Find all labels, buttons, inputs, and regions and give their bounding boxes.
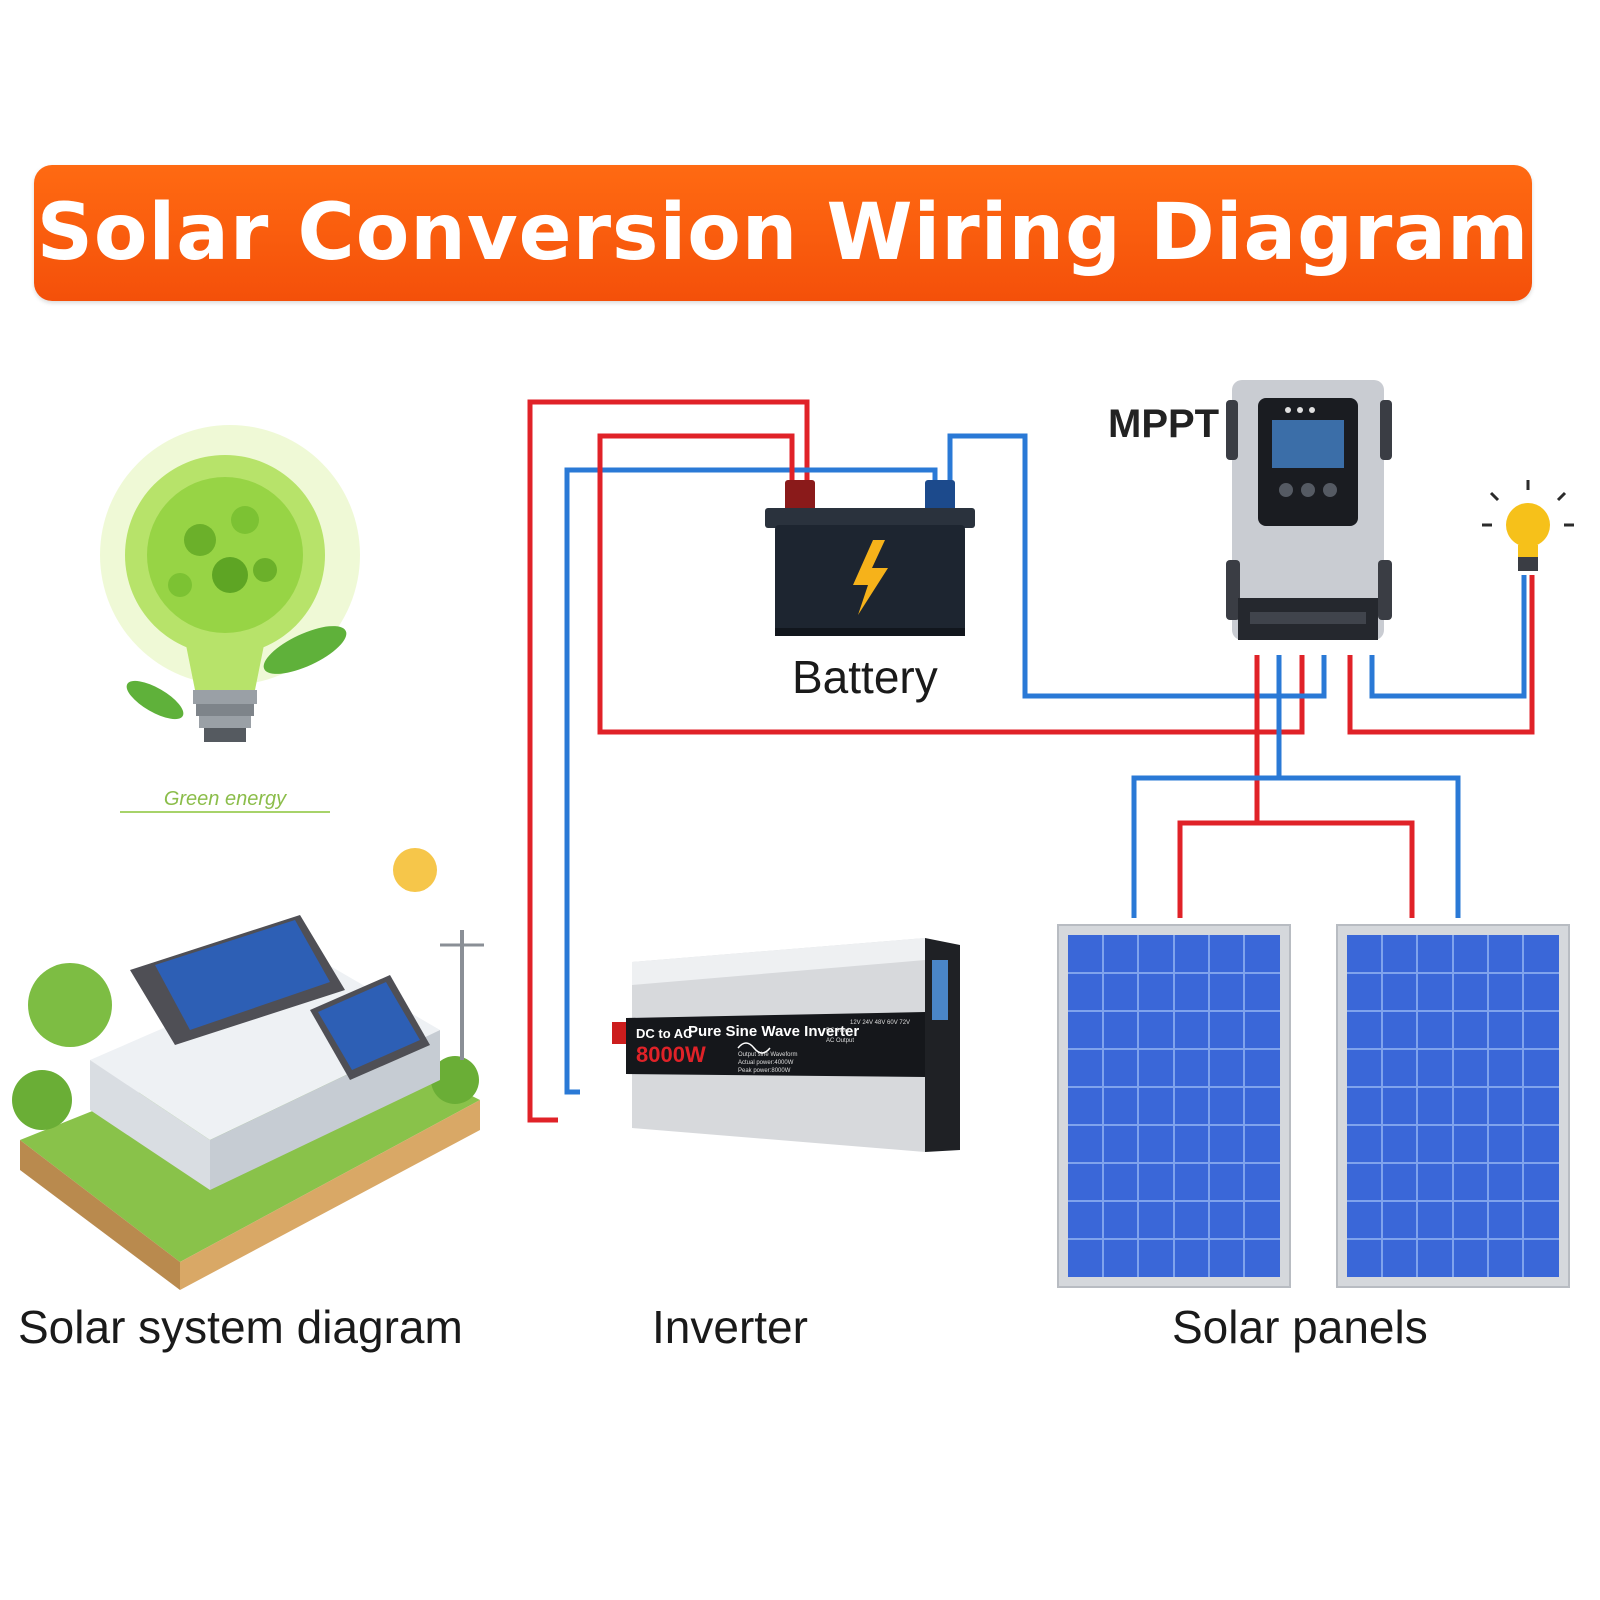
solar-system-diagram-label: Solar system diagram bbox=[18, 1301, 463, 1353]
inverter-peak-power: Peak power:8000W bbox=[738, 1068, 791, 1074]
inverter-voltages: 12V 24V 48V 60V 72V bbox=[850, 1020, 910, 1026]
inverter-power: 8000W bbox=[636, 1042, 706, 1067]
load-positive-wire bbox=[1347, 575, 1535, 735]
inverter-dc-input: DC Input bbox=[826, 1028, 850, 1034]
inverter-label: Inverter bbox=[652, 1301, 808, 1353]
solar-panel-right bbox=[1336, 924, 1570, 1288]
inverter-negative-wire bbox=[564, 467, 938, 1095]
inverter-positive-wire bbox=[527, 399, 810, 1123]
load-bulb-icon bbox=[1482, 480, 1574, 571]
inverter-ac-output: AC Output bbox=[826, 1038, 854, 1044]
panel-negative-branch bbox=[1131, 775, 1461, 918]
solar-panel-left bbox=[1057, 924, 1291, 1288]
lightning-bolt-icon bbox=[853, 540, 888, 615]
mppt-controller bbox=[1226, 380, 1392, 640]
mppt-label: MPPT bbox=[1108, 402, 1220, 446]
solar-house-illustration bbox=[12, 848, 484, 1290]
mppt-battery-positive-wire bbox=[597, 433, 1305, 735]
battery-label: Battery bbox=[792, 651, 938, 703]
inverter-actual-power: Actual power:4000W bbox=[738, 1060, 794, 1066]
wires bbox=[527, 399, 1535, 1123]
sun-icon bbox=[393, 848, 437, 892]
inverter-dc-to-ac: DC to AC bbox=[636, 1026, 693, 1041]
panel-positive-branch bbox=[1177, 820, 1415, 918]
title-banner: Solar Conversion Wiring Diagram bbox=[34, 165, 1532, 301]
load-negative-wire bbox=[1369, 575, 1527, 699]
inverter: DC to AC Pure Sine Wave Inverter 8000W D… bbox=[612, 938, 960, 1152]
green-energy-bulb-icon: Green energy bbox=[100, 425, 360, 813]
battery bbox=[765, 480, 975, 636]
inverter-model: Pure Sine Wave Inverter bbox=[688, 1023, 859, 1040]
green-energy-text: Green energy bbox=[164, 788, 287, 810]
inverter-waveform: Output sine Waveform bbox=[738, 1052, 797, 1058]
solar-panels-label: Solar panels bbox=[1172, 1301, 1428, 1353]
sine-wave-icon bbox=[737, 1042, 771, 1054]
page-title: Solar Conversion Wiring Diagram bbox=[36, 188, 1530, 278]
mppt-battery-negative-wire bbox=[947, 433, 1327, 699]
